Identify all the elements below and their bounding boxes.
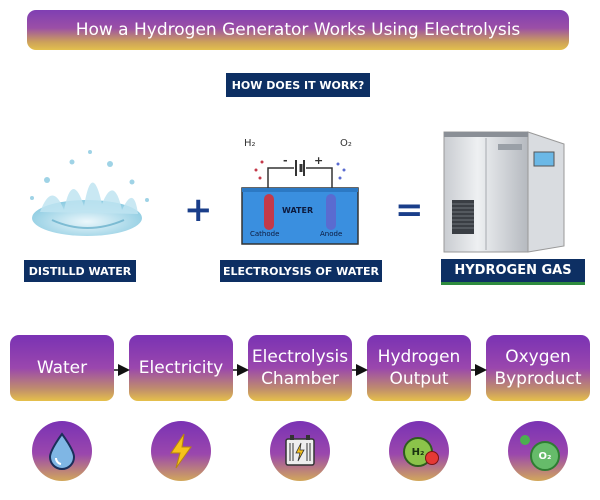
chamber-circle [270,421,330,481]
small-bubble-icon [520,435,530,445]
hydrogen-generator-machine-icon [443,131,565,253]
lightning-icon [170,433,192,469]
minus-label: - [283,154,288,167]
o2-molecule-icon: O₂ [530,441,560,471]
hydrogen-icon: H₂ [399,431,439,471]
electrolysis-cell-icon [241,160,359,245]
step-electricity: Electricity [129,335,233,401]
water-drop-icon [48,432,76,470]
water-splash-icon [30,150,149,236]
water-drop-circle [32,421,92,481]
battery-chamber-icon [285,435,315,466]
oxygen-circle: O₂ [508,421,568,481]
oxygen-icon: O₂ [518,431,560,471]
plus-operator: + [184,190,213,230]
subtitle-badge: HOW DOES IT WORK? [226,73,370,97]
equals-operator: = [395,190,424,230]
page-title: How a Hydrogen Generator Works Using Ele… [27,10,569,50]
anode-label: Anode [320,230,343,238]
electrolysis-of-water-label: ELECTROLYSIS OF WATER [220,260,382,282]
water-label: WATER [282,206,314,215]
h2-label: H₂ [244,138,256,149]
step-electrolysis-chamber: Electrolysis Chamber [248,335,352,401]
step-water: Water [10,335,114,401]
step-hydrogen-output: Hydrogen Output [367,335,471,401]
hydrogen-circle: H₂ [389,421,449,481]
hydrogen-gas-label: HYDROGEN GAS [441,259,585,285]
flame-dot-icon [425,451,439,465]
step-oxygen-byproduct: Oxygen Byproduct [486,335,590,401]
cathode-label: Cathode [250,230,280,238]
plus-label: + [314,154,324,167]
electrolysis-diagram: H₂ O₂ - + WATER Cathode Anode [238,138,362,248]
distilled-water-label: DISTILLD WATER [24,260,136,282]
lightning-circle [151,421,211,481]
o2-label: O₂ [340,138,352,149]
